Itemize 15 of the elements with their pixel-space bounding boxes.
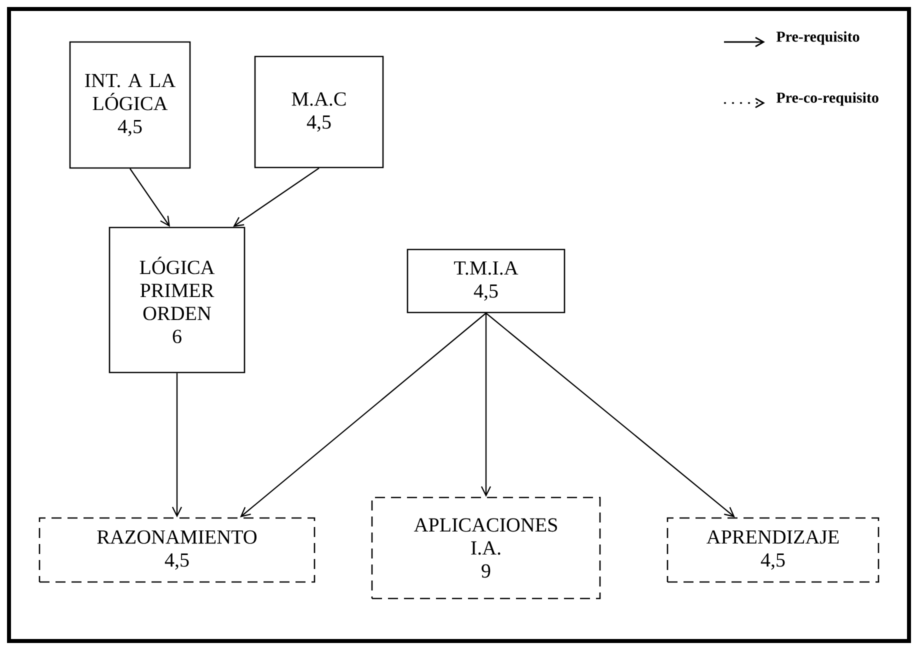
legend-text: Pre-co-requisito	[776, 92, 878, 106]
course-box: T.M.I.A 4,5	[406, 248, 566, 314]
arrow	[240, 312, 486, 518]
course-box: LÓGICA PRIMER ORDEN 6	[108, 226, 246, 374]
arrow	[233, 168, 320, 227]
legend-text: Pre-requisito	[776, 31, 860, 45]
dashed-course-box: APLICACIONES I.A. 9	[371, 496, 601, 600]
arrow	[480, 313, 492, 497]
arrow	[486, 312, 735, 518]
arrow	[130, 168, 170, 227]
dashed-course-box: RAZONAMIENTO 4,5	[38, 517, 316, 583]
arrow	[172, 373, 182, 518]
course-box: M.A.C 4,5	[254, 56, 384, 168]
course-box: INT. A LA LÓGICA 4,5	[69, 41, 191, 169]
dashed-course-box: APRENDIZAJE 4,5	[666, 517, 880, 583]
